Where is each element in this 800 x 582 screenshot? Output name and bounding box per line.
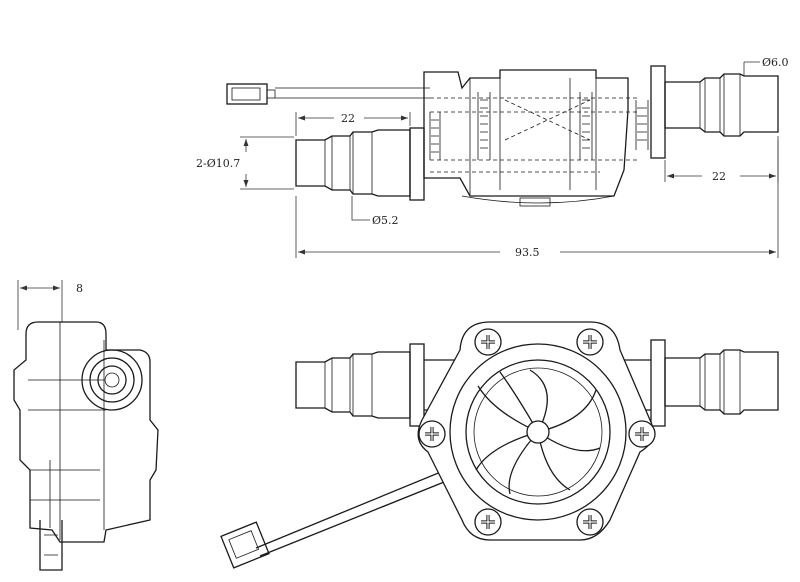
dimension-overall-length: 93.5 [295,140,779,259]
front-left-barb [295,343,425,427]
front-right-barb [650,339,779,427]
connector-plug [226,83,430,105]
right-barb-fitting [650,65,779,159]
dimension-side-offset: 8 [17,280,83,330]
dimension-barb-diameter: 2-Ø10.7 [196,136,294,190]
screw-icon [627,419,657,449]
label-overall-length: 93.5 [515,246,540,259]
label-barb-diameter: 2-Ø10.7 [196,157,240,170]
label-outer-diameter: Ø6.0 [762,56,789,69]
dimension-outer-diameter: Ø6.0 [743,56,789,76]
screw-icon [417,419,447,449]
front-cable [220,459,475,569]
label-inner-diameter: Ø5.2 [372,214,399,227]
side-view: 8 [13,280,159,571]
left-barb-fitting [295,127,425,201]
top-view: Ø6.0 22 22 2-Ø10.7 Ø5.2 93.5 [196,56,789,259]
label-side-offset: 8 [76,282,83,295]
screw-icon [575,507,605,537]
front-view [220,321,779,569]
screw-icon [473,507,503,537]
dimension-inner-diameter: Ø5.2 [351,196,399,227]
main-body [423,69,649,207]
screw-icon [473,327,503,357]
dimension-right-barb-length: 22 [664,136,779,183]
label-right-barb-length: 22 [712,170,726,183]
label-left-barb-length: 22 [341,112,355,125]
dimension-left-barb-length: 22 [295,112,411,136]
screw-icon [575,327,605,357]
